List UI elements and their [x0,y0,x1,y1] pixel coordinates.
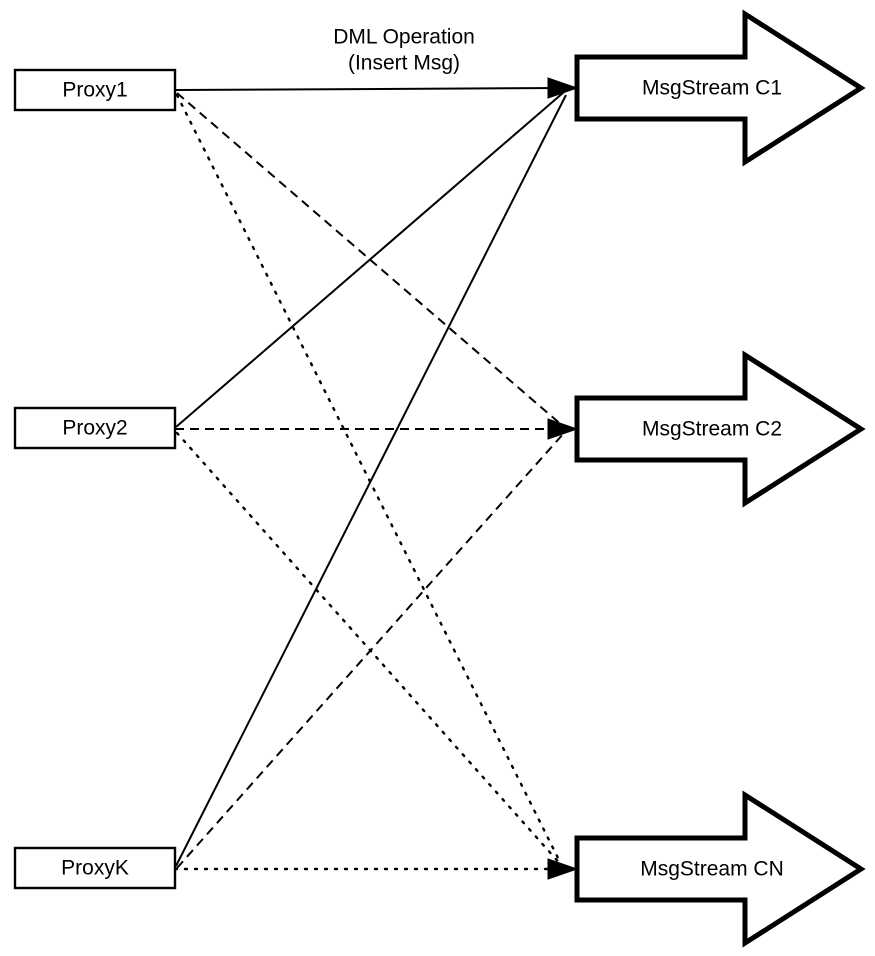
edge-proxy2-to-c1 [175,91,565,428]
proxy2-label: Proxy2 [62,417,127,440]
annotation-line-2: (Insert Msg) [348,52,460,75]
node-proxy2[interactable]: Proxy2 [13,406,177,450]
node-proxyk[interactable]: ProxyK [13,846,177,890]
edge-proxy1-to-c1 [174,87,567,91]
stream-msgstream-cn[interactable]: MsgStream CN [574,790,866,948]
edge-proxy2-to-cn [175,431,564,868]
arrowhead-c1 [547,77,579,99]
stream-msgstream-c2[interactable]: MsgStream C2 [574,350,866,508]
streams-layer: MsgStream C1 MsgStream C2 MsgStream CN [574,9,866,948]
stream-msgstream-c1[interactable]: MsgStream C1 [574,9,866,167]
arrowhead-cn [547,858,579,880]
proxy2-box [13,406,177,450]
arrowhead-c2 [547,418,579,440]
edge-proxyk-to-c1 [175,94,567,867]
edge-proxyk-to-c2 [176,432,565,869]
dml-operation-annotation: DML Operation (Insert Msg) [333,26,475,75]
arrowheads-layer [547,77,579,880]
edges-layer [173,87,568,871]
annotation-line-1: DML Operation [333,26,475,49]
node-proxy1[interactable]: Proxy1 [13,68,177,112]
proxy1-box [13,68,177,112]
proxyk-label: ProxyK [61,857,129,880]
msgstream-cn-label: MsgStream CN [640,858,784,881]
msgstream-c2-shape [574,350,866,508]
msgstream-c1-shape [574,9,866,167]
msgstream-c2-label: MsgStream C2 [642,418,782,441]
edge-proxy1-to-cn [175,93,564,868]
proxyk-box [13,846,177,890]
proxy1-label: Proxy1 [62,79,127,102]
msgstream-cn-shape [574,790,866,948]
msgstream-c1-label: MsgStream C1 [642,77,782,100]
